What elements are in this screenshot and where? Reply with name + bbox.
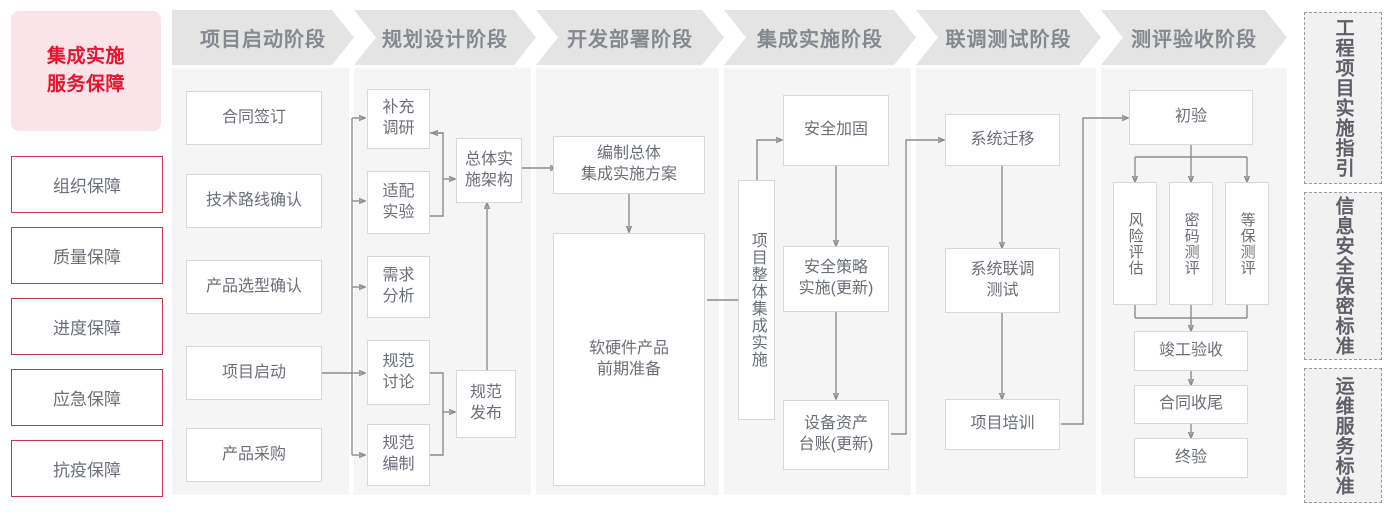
node-techroute[interactable]: 技术路线确认 [186, 174, 322, 228]
phase-header-deploy[interactable]: 开发部署阶段 [536, 10, 724, 65]
guarantee-title: 集成实施服务保障 [47, 43, 125, 98]
guarantee-item-4[interactable]: 抗疫保障 [11, 440, 163, 497]
node-specdisc[interactable]: 规范讨论 [367, 340, 430, 405]
node-arch[interactable]: 总体实施架构 [456, 138, 522, 203]
node-specpub[interactable]: 规范发布 [456, 370, 516, 438]
standard-security[interactable]: 信息安全保密标准 [1304, 192, 1382, 360]
node-contract[interactable]: 合同签订 [186, 91, 322, 145]
node-kickoff[interactable]: 项目启动 [186, 346, 322, 400]
node-mlps[interactable]: 等保测评 [1225, 182, 1269, 305]
node-closing[interactable]: 合同收尾 [1134, 385, 1248, 424]
node-migrate[interactable]: 系统迁移 [945, 114, 1060, 166]
node-crypto[interactable]: 密码测评 [1169, 182, 1213, 305]
guarantee-item-1[interactable]: 质量保障 [11, 227, 163, 284]
node-adapt[interactable]: 适配实验 [367, 171, 430, 234]
guarantee-item-0[interactable]: 组织保障 [11, 156, 163, 213]
standard-project[interactable]: 工程项目实施指引 [1304, 12, 1382, 184]
node-plan[interactable]: 编制总体集成实施方案 [553, 136, 705, 194]
node-demand[interactable]: 需求分析 [367, 256, 430, 318]
node-purchase[interactable]: 产品采购 [186, 428, 322, 482]
node-jointest[interactable]: 系统联调测试 [945, 248, 1060, 313]
node-overall[interactable]: 项目整体集成实施 [738, 180, 775, 420]
node-policy[interactable]: 安全策略实施(更新) [783, 246, 889, 312]
guarantee-header: 集成实施服务保障 [11, 11, 161, 131]
node-complete[interactable]: 竣工验收 [1134, 331, 1248, 371]
node-firstacc[interactable]: 初验 [1129, 90, 1253, 145]
node-prepare[interactable]: 软硬件产品前期准备 [553, 233, 705, 486]
node-risk[interactable]: 风险评估 [1113, 182, 1157, 305]
phase-header-integration[interactable]: 集成实施阶段 [724, 10, 916, 65]
node-finalacc[interactable]: 终验 [1134, 438, 1248, 478]
standard-ops[interactable]: 运维服务标准 [1304, 368, 1382, 503]
standard-security-label: 信息安全保密标准 [1332, 196, 1354, 356]
guarantee-title-line1: 集成实施 [46, 46, 125, 68]
node-train[interactable]: 项目培训 [945, 399, 1060, 450]
node-specmake[interactable]: 规范编制 [367, 424, 430, 486]
phase-header-jointtest[interactable]: 联调测试阶段 [916, 10, 1101, 65]
phase-header-acceptance[interactable]: 测评验收阶段 [1101, 10, 1287, 65]
guarantee-item-3[interactable]: 应急保障 [11, 369, 163, 426]
node-harden[interactable]: 安全加固 [783, 95, 889, 166]
phase-header-startup[interactable]: 项目启动阶段 [172, 10, 354, 65]
standard-ops-label: 运维服务标准 [1332, 375, 1354, 496]
phase-header-planning[interactable]: 规划设计阶段 [354, 10, 536, 65]
node-survey[interactable]: 补充调研 [367, 89, 430, 149]
standard-project-label: 工程项目实施指引 [1332, 18, 1354, 178]
node-asset[interactable]: 设备资产台账(更新) [783, 400, 889, 470]
guarantee-item-2[interactable]: 进度保障 [11, 298, 163, 355]
guarantee-title-line2: 服务保障 [46, 74, 125, 95]
node-product[interactable]: 产品选型确认 [186, 260, 322, 314]
